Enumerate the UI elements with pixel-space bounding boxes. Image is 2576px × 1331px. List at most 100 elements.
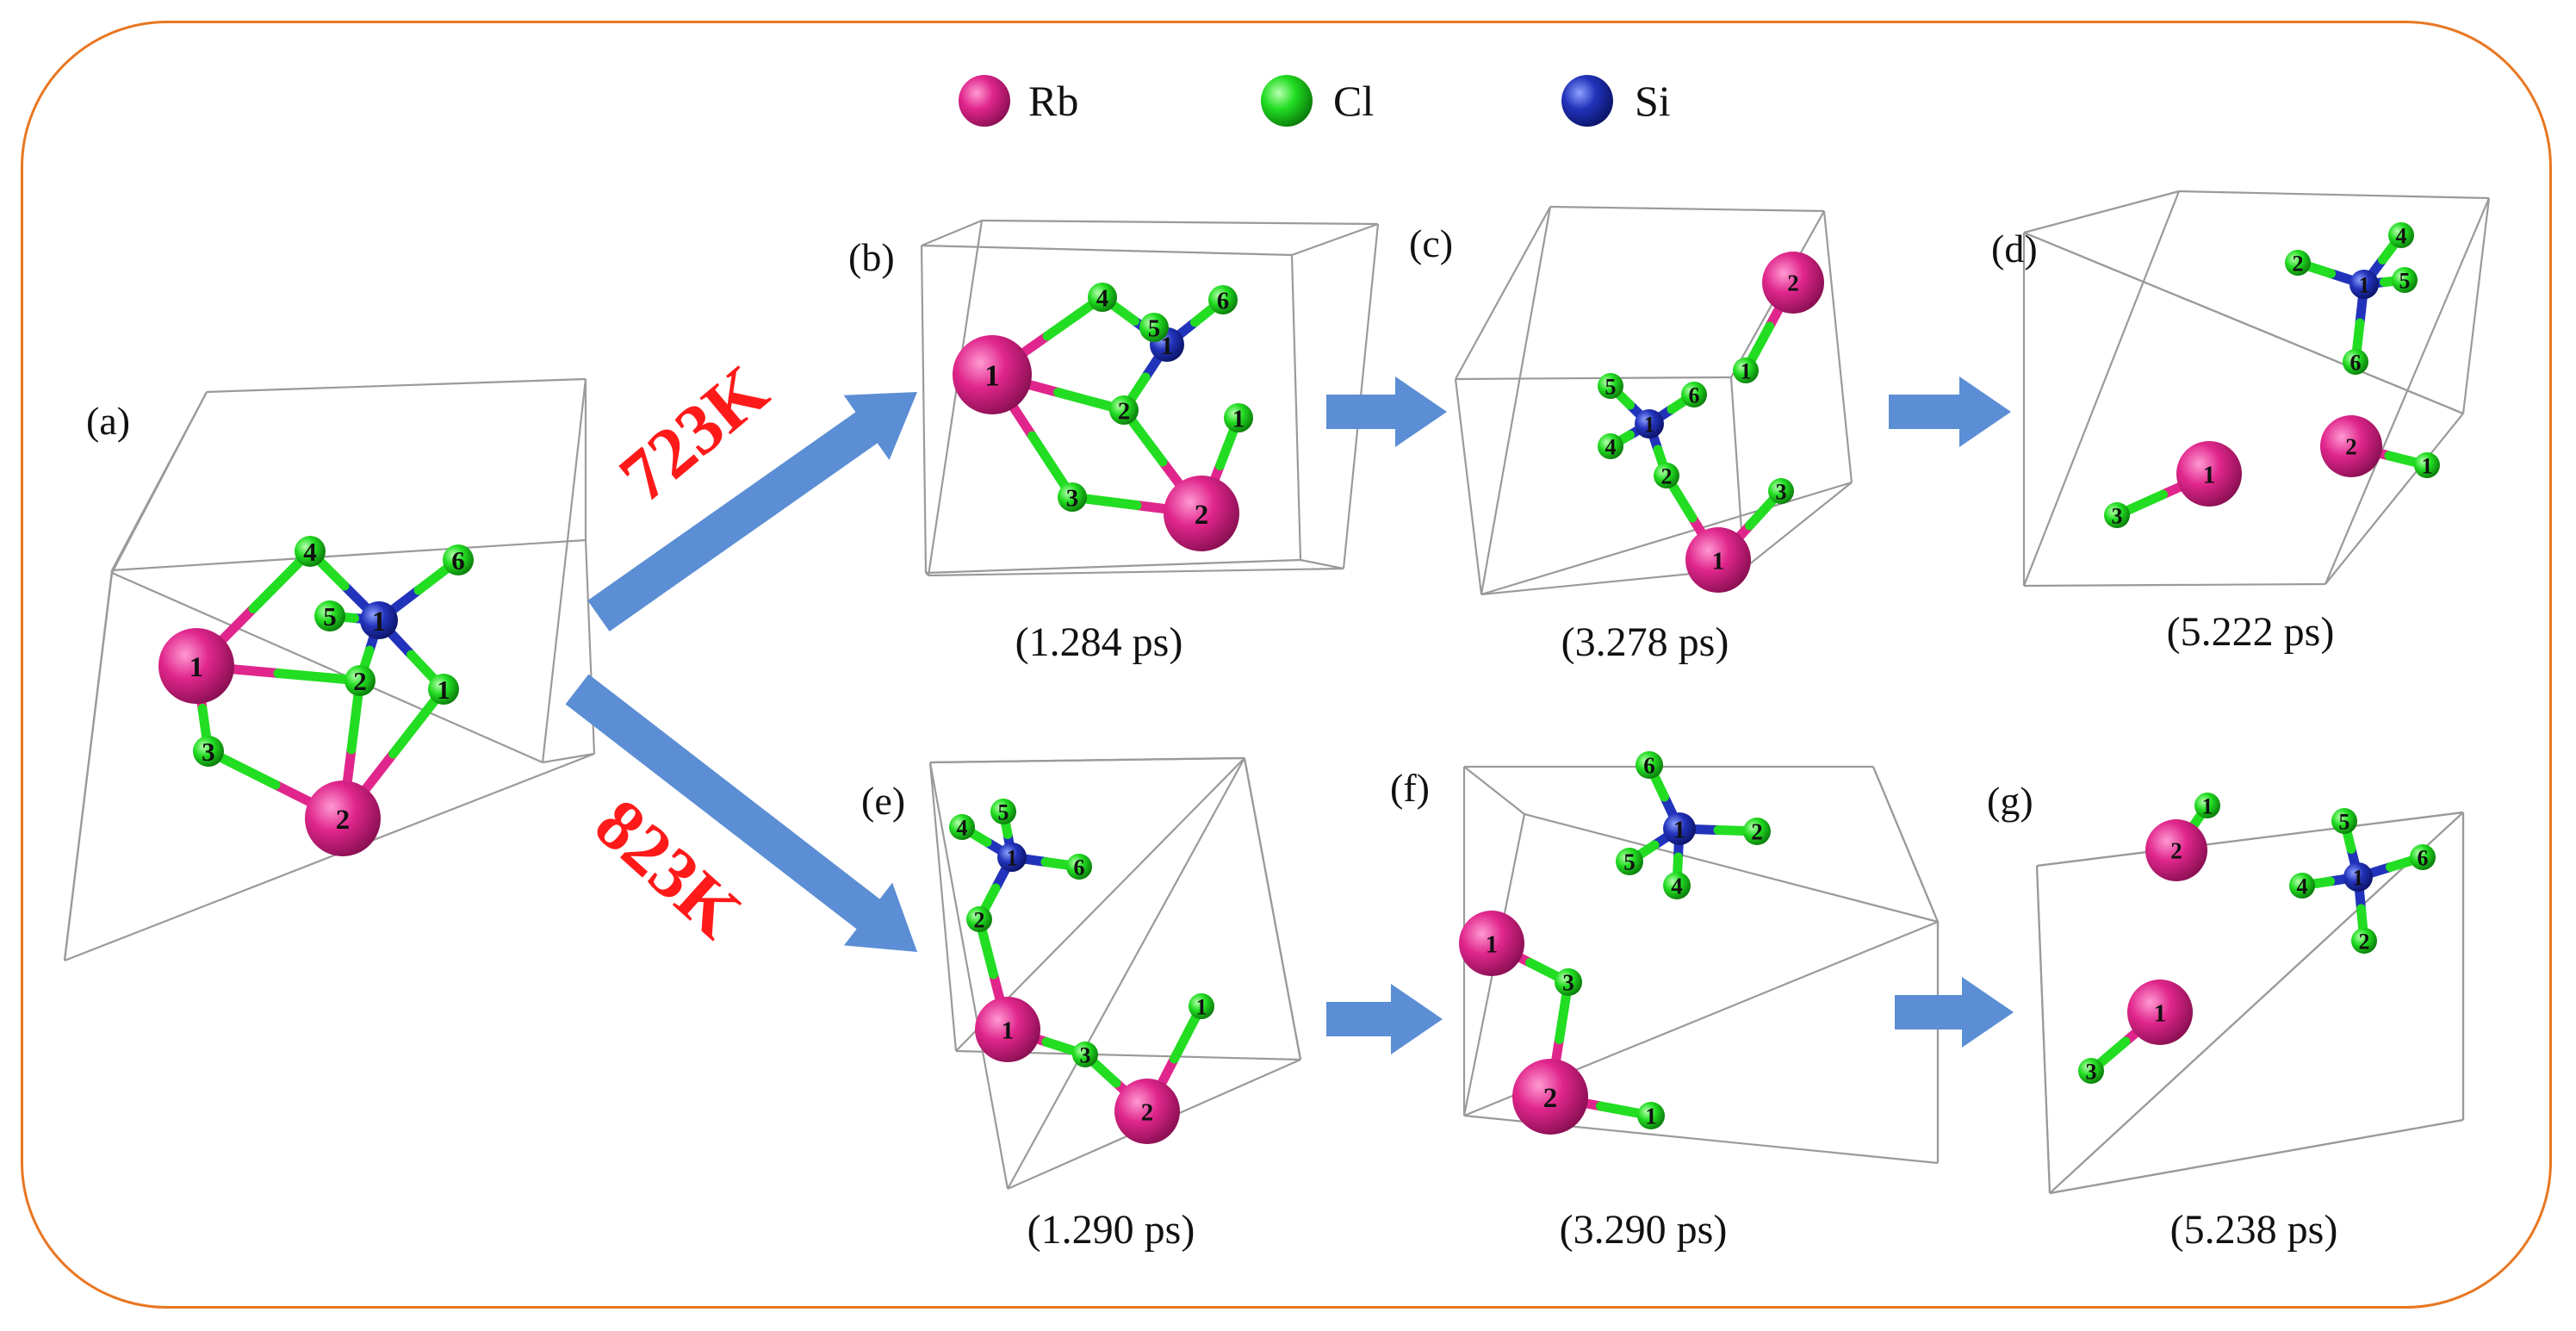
rb-sphere: [1164, 476, 1239, 551]
rb-sphere: [2320, 415, 2382, 477]
cl-atom-index: 4: [2297, 874, 2308, 899]
unit-cell-d: [2022, 190, 2491, 588]
cl-atom-index: 2: [1661, 463, 1673, 488]
cl-atom-index: 5: [2399, 268, 2411, 293]
unit-cells: [63, 190, 2491, 1195]
atom-a-cl6: 6: [443, 544, 474, 575]
cell-edge: [1463, 766, 1525, 815]
rb-atom-index: 2: [2345, 434, 2357, 460]
panel-label-g: (g): [1987, 779, 2033, 823]
cl-atom-index: 2: [974, 907, 985, 932]
atom-a-cl5: 5: [314, 600, 345, 631]
cl-atom-index: 5: [2339, 809, 2350, 834]
cell-edge: [1524, 812, 1939, 924]
atom-g-cl6: 6: [2410, 844, 2436, 870]
cell-edge: [2023, 190, 2180, 234]
atom-a-rb2: 2: [305, 781, 381, 856]
cell-edge: [2178, 190, 2490, 200]
atom-c-rb2: 2: [1762, 252, 1824, 314]
cell-edge: [920, 245, 928, 574]
cl-sphere: [1733, 358, 1759, 383]
panel-label-c: (c): [1409, 221, 1454, 265]
cl-atom-index: 5: [998, 799, 1009, 824]
si-sphere: [2343, 862, 2373, 892]
unit-cell-a: [63, 377, 596, 962]
atom-d-cl6: 6: [2343, 349, 2368, 375]
cl-atom-index: 2: [2293, 251, 2304, 276]
rb-atom-index: 2: [1195, 500, 1209, 531]
cl-sphere: [2331, 808, 2357, 834]
cl-atom-index: 2: [1751, 819, 1763, 845]
si-sphere: [997, 843, 1027, 872]
cell-edge: [981, 219, 1379, 226]
atom-c-cl4: 4: [1598, 433, 1623, 459]
arrow-shape: [1895, 977, 2014, 1048]
cl-sphere: [949, 814, 975, 840]
rb-atom-index: 1: [2203, 461, 2216, 488]
cell-edge: [929, 756, 1245, 764]
atom-f-si1: 1: [1663, 812, 1696, 845]
rb-atom-index: 1: [1002, 1017, 1015, 1044]
cell-edge: [2023, 582, 2326, 588]
cl-sphere: [1637, 1102, 1665, 1129]
cell-edge: [2324, 197, 2491, 585]
cell-edge: [111, 391, 208, 571]
cl-sphere: [1224, 403, 1253, 432]
atom-e-cl3: 3: [1072, 1042, 1098, 1067]
rb-sphere: [953, 335, 1032, 414]
cell-edge: [63, 572, 114, 961]
cl-sphere: [1139, 313, 1169, 342]
cell-edge: [2325, 413, 2464, 585]
process-arrows: [565, 376, 2014, 1054]
rb-sphere: [2127, 980, 2193, 1045]
cl-atom-index: 2: [353, 666, 367, 696]
cl-atom-index: 3: [1066, 484, 1079, 512]
atom-b-cl5: 5: [1139, 313, 1169, 342]
atom-d-cl4: 4: [2388, 222, 2414, 248]
cl-atom-index: 5: [1623, 849, 1636, 875]
atom-f-cl2: 2: [1743, 818, 1771, 845]
cell-edge: [1822, 210, 1853, 483]
si-atom-index: 1: [1673, 816, 1686, 843]
legend-swatch-cl: [1261, 75, 1313, 127]
atom-d-rb2: 2: [2320, 415, 2382, 477]
si-atom-index: 1: [2359, 272, 2370, 297]
atom-g-cl3: 3: [2078, 1058, 2104, 1084]
rb-atom-index: 1: [189, 652, 204, 683]
cl-atom-index: 6: [1689, 383, 1700, 407]
time-label-f: (3.290 ps): [1559, 1207, 1728, 1253]
atom-a-rb1: 1: [158, 628, 234, 704]
atom-c-rb1: 1: [1685, 527, 1751, 593]
cl-sphere: [2392, 267, 2418, 293]
atom-d-cl3: 3: [2104, 502, 2130, 528]
cl-atom-index: 3: [2086, 1059, 2097, 1084]
cell-edge: [925, 572, 929, 576]
cl-sphere: [2289, 873, 2315, 899]
atom-a-si1: 1: [360, 601, 398, 639]
cell-edge: [2023, 231, 2464, 415]
atom-c-cl2: 2: [1654, 463, 1679, 488]
legend-swatch-si: [1561, 75, 1613, 127]
rb-atom-index: 1: [2154, 999, 2167, 1027]
cell-edge: [541, 378, 587, 763]
rb-atom-index: 2: [2170, 838, 2182, 864]
rb-atom-index: 2: [1543, 1083, 1558, 1114]
cl-atom-index: 3: [1080, 1042, 1091, 1067]
rb-sphere: [1512, 1059, 1588, 1135]
arrow-e-to-f: [1326, 984, 1443, 1054]
cl-atom-index: 6: [1643, 753, 1655, 779]
cell-edge: [928, 567, 1344, 577]
bonds: [191, 230, 2432, 1121]
cl-sphere: [2285, 250, 2311, 276]
si-atom-index: 1: [372, 606, 387, 638]
atom-a-cl3: 3: [193, 736, 224, 767]
panel-label-f: (f): [1390, 766, 1430, 810]
atom-b-cl1: 1: [1224, 403, 1253, 432]
cl-atom-index: 2: [2359, 929, 2370, 954]
rb-atom-index: 2: [1141, 1098, 1154, 1126]
panel-label-e: (e): [861, 779, 906, 823]
arrow-to-823k-branch: [565, 674, 918, 952]
cl-sphere: [1768, 478, 1794, 504]
atom-g-si1: 1: [2343, 862, 2373, 892]
